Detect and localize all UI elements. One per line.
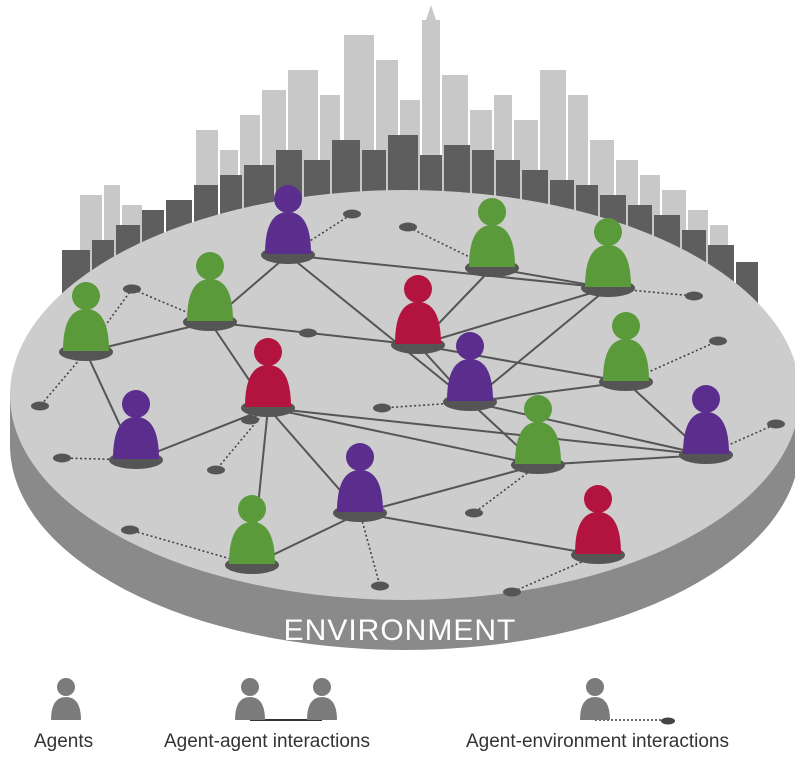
agent-green <box>183 252 237 331</box>
environment-dot <box>767 419 785 429</box>
agent-green <box>59 282 113 361</box>
environment-dot <box>123 284 141 294</box>
agent-green <box>599 312 653 391</box>
agent-purple <box>679 385 733 464</box>
agent-agent-link <box>359 512 599 556</box>
environment-dot <box>31 401 49 411</box>
agent-red <box>241 338 295 417</box>
legend-agent-icon <box>51 678 81 720</box>
agent-environment-link <box>359 512 381 587</box>
agent-environment-link <box>625 340 719 383</box>
legend-agent-agent-icon <box>235 678 337 721</box>
agent-green <box>511 395 565 474</box>
legend-agent-environment-label: Agent-environment interactions <box>466 731 729 752</box>
agent-purple <box>261 185 315 264</box>
agent-green <box>581 218 635 297</box>
agent-agent-link <box>417 287 609 346</box>
agent-red <box>571 485 625 564</box>
agent-environment-link <box>287 213 353 256</box>
environment-label: ENVIRONMENT <box>284 614 517 647</box>
agent-environment-link <box>407 226 493 269</box>
agent-green <box>465 198 519 277</box>
agent-environment-link <box>129 529 253 566</box>
environment-diagram: ENVIRONMENT <box>10 5 795 650</box>
agent-environment-link <box>61 457 137 461</box>
agent-agent-link <box>469 381 627 403</box>
agent-agent-link <box>359 464 539 514</box>
environment-dot <box>371 581 389 591</box>
legend-icons <box>51 678 675 725</box>
environment-dot <box>465 508 483 518</box>
environment-dot <box>343 209 361 219</box>
environment-dot <box>373 403 391 413</box>
legend-agents-label: Agents <box>34 731 94 752</box>
agent-environment-links <box>31 209 785 597</box>
environment-dot <box>503 587 521 597</box>
environment-dot <box>685 291 703 301</box>
agent-agent-link <box>267 407 707 456</box>
legend-agent-environment-icon <box>580 678 675 725</box>
agent-environment-link <box>705 423 777 456</box>
agent-agent-link <box>469 401 707 456</box>
agents-layer <box>59 185 733 574</box>
agent-agent-link <box>537 454 707 466</box>
environment-dot <box>399 222 417 232</box>
agent-purple <box>333 443 387 522</box>
agent-agent-link <box>417 344 627 383</box>
environment-dot <box>207 465 225 475</box>
agent-green <box>225 495 279 574</box>
agent-agent-link <box>287 254 609 289</box>
agent-red <box>391 275 445 354</box>
agent-environment-link <box>511 554 599 593</box>
agent-agent-link <box>209 321 419 346</box>
agent-purple <box>109 390 163 469</box>
environment-dot <box>53 453 71 463</box>
environment-dot <box>121 525 139 535</box>
agent-purple <box>443 332 497 411</box>
legend-agent-agent-label: Agent-agent interactions <box>164 731 370 752</box>
agent-agent-link <box>287 254 471 403</box>
agent-environment-link <box>39 351 87 407</box>
environment-dot <box>709 336 727 346</box>
agent-agent-link <box>267 407 539 466</box>
agent-agent-link <box>469 287 609 403</box>
